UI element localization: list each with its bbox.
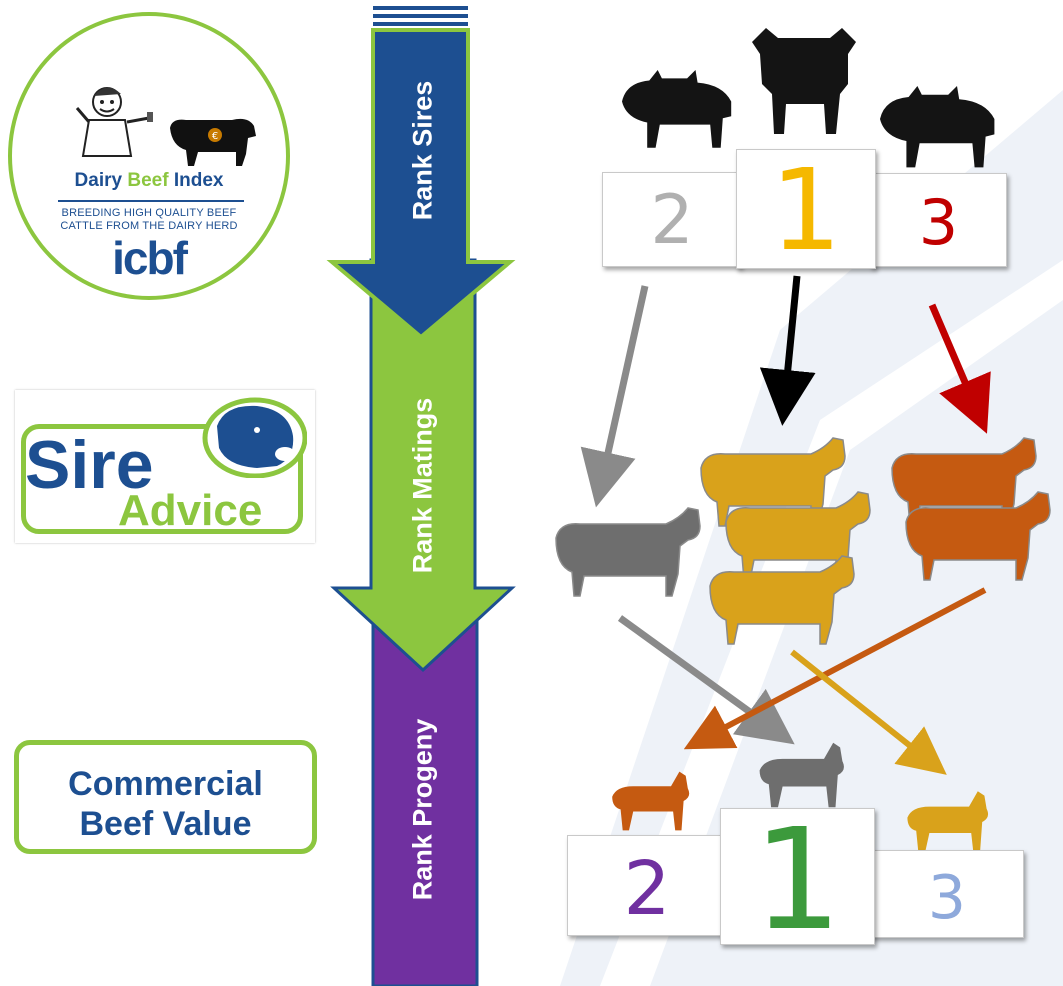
progeny-podium-first: 1: [720, 799, 875, 962]
commercial-beef-value-box: Commercial Beef Value: [14, 740, 317, 854]
tagline-line-2: CATTLE FROM THE DAIRY HERD: [60, 220, 238, 232]
cow-head-icon: [202, 397, 307, 478]
cbv-line-2: Beef Value: [79, 805, 252, 843]
top-cap-line-1: [373, 6, 468, 10]
arrow-grey-calf: [617, 615, 795, 745]
arrow-orange-calf: [683, 587, 987, 750]
podium-number: 3: [918, 186, 959, 259]
sire-podium-third: 3: [870, 173, 1007, 267]
progeny-podium-third: 3: [870, 850, 1024, 938]
arrow-sire-2: [580, 285, 649, 508]
calf-icon: [907, 791, 989, 853]
matings-arrow: [330, 258, 516, 673]
sire-advice-logo: Sire Advice: [15, 390, 315, 543]
calf-icon: [612, 771, 690, 831]
bull-icon: €: [170, 118, 256, 166]
sire-podium-first: 1: [736, 146, 876, 276]
bull-icon: [752, 28, 856, 134]
calf-icon: [759, 742, 844, 808]
stage-flow-arrow: [326, 6, 516, 986]
bull-icon: [622, 70, 732, 148]
top-cap-line-2: [373, 14, 468, 18]
arrow-sire-3: [928, 303, 991, 434]
sire-word: Sire: [25, 427, 154, 503]
cow-icon: [555, 507, 701, 597]
divider: [58, 200, 244, 202]
dairy-beef-index-logo: € Dairy Beef Index BREEDING HIGH QUALITY…: [8, 12, 290, 300]
tagline-line-1: BREEDING HIGH QUALITY BEEF: [61, 207, 237, 219]
advice-word: Advice: [118, 486, 263, 535]
cbv-line-1: Commercial: [68, 765, 263, 803]
sire-podium-second: 2: [602, 172, 742, 267]
bull-icon: [880, 86, 995, 168]
podium-number: 1: [770, 146, 842, 276]
podium-number: 1: [752, 799, 843, 962]
cow-icon: [709, 555, 855, 645]
euro-coin-icon: €: [212, 131, 218, 142]
podium-number: 2: [623, 846, 671, 932]
progeny-podium-second: 2: [567, 835, 727, 936]
icbf-wordmark: icbf: [112, 232, 188, 284]
podium-number: 2: [650, 181, 694, 260]
dairy-beef-index-title: Dairy Beef Index: [74, 170, 224, 191]
arrow-gold-calf: [790, 649, 947, 775]
sires-arrow: [326, 28, 516, 340]
arrow-sire-1: [759, 275, 816, 426]
farmer-cartoon-icon: [75, 87, 153, 157]
podium-number: 3: [927, 863, 967, 933]
top-cap-line-3: [373, 22, 468, 26]
